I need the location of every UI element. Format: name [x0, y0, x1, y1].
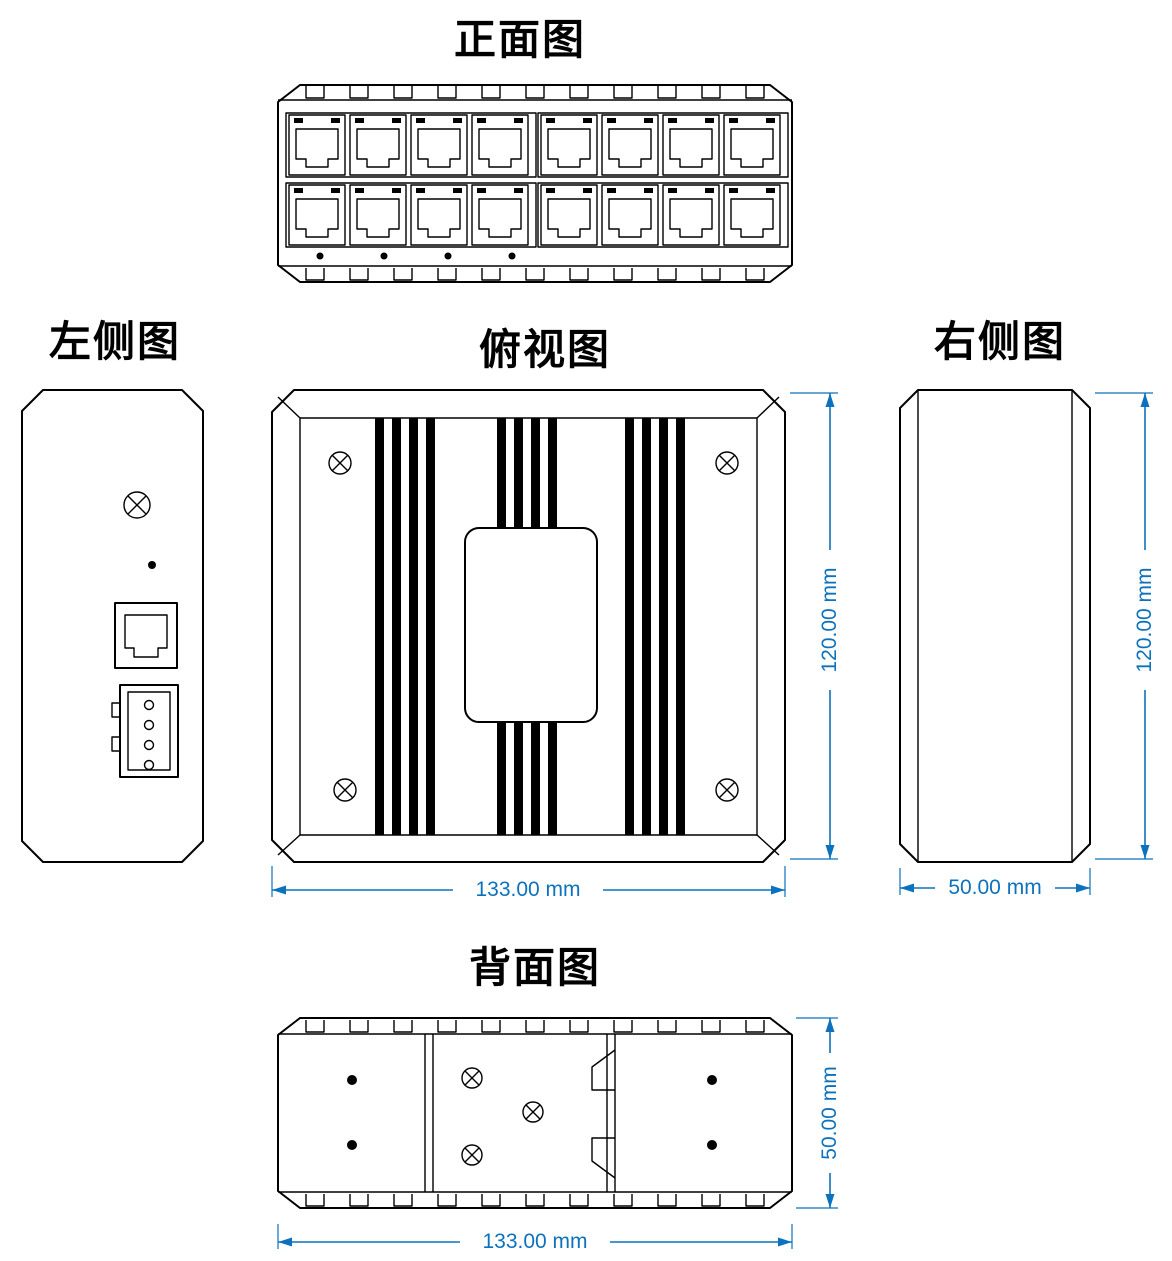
- back-view-drawing: [277, 1017, 838, 1249]
- back-mounting-holes: [347, 1075, 717, 1150]
- port-group-row1-right: [537, 112, 789, 178]
- screw: [333, 778, 357, 802]
- right-view-height-dimension: [1095, 392, 1153, 860]
- right-outline: [899, 389, 1091, 863]
- left-view-drawing: [21, 389, 204, 863]
- right-view-title: 右侧图: [933, 318, 1066, 365]
- top-view-width-dim-label: 133.00 mm: [453, 878, 603, 902]
- rj45-console-port: [114, 602, 178, 669]
- screw: [715, 451, 739, 475]
- port-group-row2-right: [537, 182, 789, 248]
- top-view-height-dim-label: 120.00 mm: [818, 550, 842, 690]
- back-outline: [277, 1017, 793, 1209]
- back-view-width-dim-label: 133.00 mm: [460, 1230, 610, 1254]
- screw: [461, 1144, 483, 1166]
- front-outline: [277, 84, 793, 283]
- din-rail-plate-edges: [424, 1034, 616, 1192]
- back-bottom-fins: [305, 1194, 765, 1207]
- heatsink-fins-left: [375, 418, 435, 835]
- label-plate: [464, 527, 598, 723]
- top-outline: [271, 389, 786, 863]
- power-terminal-block: [111, 684, 179, 778]
- port-group-row2-left: [285, 182, 537, 248]
- right-view-width-dim-label: 50.00 mm: [935, 876, 1055, 900]
- front-top-fins: [305, 86, 765, 99]
- right-view-drawing: [899, 389, 1153, 895]
- top-view-drawing: [271, 389, 838, 897]
- front-mounting-holes: [316, 252, 516, 260]
- screw: [522, 1101, 544, 1123]
- heatsink-fins-right: [625, 418, 685, 835]
- front-bottom-fins: [305, 268, 765, 281]
- right-view-height-dim-label: 120.00 mm: [1133, 550, 1157, 690]
- top-view-title: 俯视图: [478, 326, 611, 373]
- front-view-drawing: [277, 84, 793, 283]
- left-view-title: 左侧图: [48, 318, 181, 365]
- back-top-fins: [305, 1020, 765, 1033]
- led-hole: [148, 561, 156, 569]
- screw: [123, 491, 151, 519]
- screw: [328, 451, 352, 475]
- screw: [715, 778, 739, 802]
- screw: [461, 1067, 483, 1089]
- port-group-row1-left: [285, 112, 537, 178]
- back-view-title: 背面图: [468, 944, 601, 991]
- left-outline: [21, 389, 204, 863]
- front-view-title: 正面图: [453, 16, 586, 63]
- din-rail-clip: [591, 1049, 616, 1179]
- back-view-height-dim-label: 50.00 mm: [818, 1053, 842, 1173]
